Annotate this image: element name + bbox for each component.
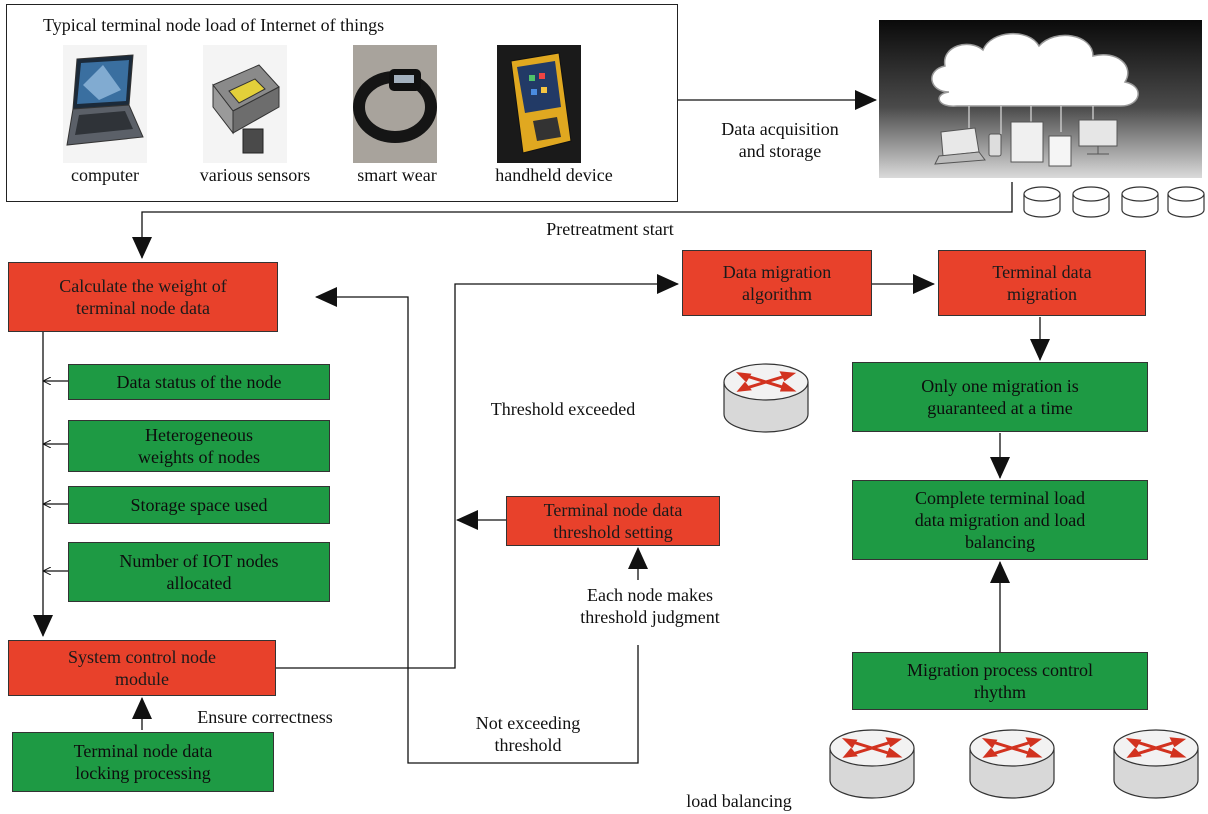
router-icon	[969, 729, 1055, 799]
box-only-one-migration: Only one migration is guaranteed at a ti…	[852, 362, 1148, 432]
database-icons	[1023, 186, 1205, 218]
box-data-status: Data status of the node	[68, 364, 330, 400]
router-icon	[1113, 729, 1199, 799]
cloud-storage-icon	[879, 20, 1202, 178]
box-process-control-rhythm: Migration process control rhythm	[852, 652, 1148, 710]
box-heterogeneous-weights: Heterogeneous weights of nodes	[68, 420, 330, 472]
label-ensure-correctness: Ensure correctness	[197, 707, 333, 727]
box-iot-nodes: Number of IOT nodes allocated	[68, 542, 330, 602]
box-threshold-setting: Terminal node data threshold setting	[506, 496, 720, 546]
label-load-balancing: load balancing	[686, 791, 792, 811]
box-migration-algorithm: Data migration algorithm	[682, 250, 872, 316]
label-data-acquisition: Data acquisition and storage	[721, 119, 839, 161]
router-icon	[829, 729, 915, 799]
arrow-loop-to-calc	[315, 287, 639, 764]
device-panel: Typical terminal node load of Internet o…	[6, 4, 678, 202]
device-caption-handheld: handheld device	[495, 165, 613, 185]
database-icon	[1023, 186, 1061, 218]
box-data-locking: Terminal node data locking processing	[12, 732, 274, 792]
sensor-icon	[203, 45, 287, 163]
label-pretreatment-start: Pretreatment start	[546, 219, 674, 239]
database-icon	[1072, 186, 1110, 218]
box-complete-migration: Complete terminal load data migration an…	[852, 480, 1148, 560]
wristband-icon	[353, 45, 437, 163]
box-calculate-weight: Calculate the weight of terminal node da…	[8, 262, 278, 332]
device-caption-smart-wear: smart wear	[357, 165, 437, 185]
laptop-icon	[63, 45, 147, 163]
box-terminal-migration: Terminal data migration	[938, 250, 1146, 316]
handheld-device-icon	[497, 45, 581, 163]
database-icon	[1121, 186, 1159, 218]
device-caption-sensors: various sensors	[199, 165, 311, 185]
arrow-pretreatment	[132, 182, 1013, 259]
device-panel-title: Typical terminal node load of Internet o…	[43, 15, 385, 35]
box-system-control-node: System control node module	[8, 640, 276, 696]
label-threshold-exceeded: Threshold exceeded	[490, 399, 636, 419]
router-icon	[723, 363, 809, 433]
device-caption-computer: computer	[71, 165, 139, 185]
label-not-exceeding-threshold: Not exceeding threshold	[475, 713, 581, 755]
box-storage-space: Storage space used	[68, 486, 330, 524]
database-icon	[1167, 186, 1205, 218]
arrow-to-migration-algo	[276, 274, 679, 669]
label-each-node-judgment: Each node makes threshold judgment	[580, 585, 720, 627]
